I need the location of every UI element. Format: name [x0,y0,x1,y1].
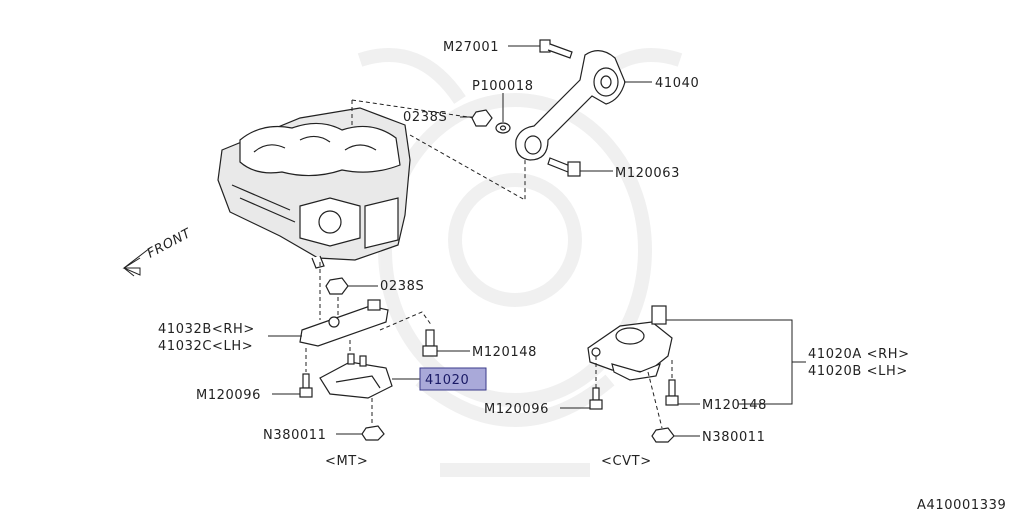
label-p100018: P100018 [472,79,534,94]
front-label: FRONT [145,226,194,262]
highlight-41020-box[interactable] [419,367,487,391]
label-41040: 41040 [655,76,699,91]
nut-n380011-cvt [651,427,675,443]
bolt-m120148-mt [422,329,438,357]
label-mt: <MT> [325,454,368,469]
label-41032c: 41032C<LH> [158,339,253,354]
label-n380011-mt: N380011 [263,428,327,443]
label-m27001: M27001 [443,40,499,55]
bolt-m27001 [539,39,573,59]
label-n380011-cvt: N380011 [702,430,766,445]
label-m120096-mt: M120096 [196,388,261,403]
mount-41020a-41020b [587,305,673,381]
mount-41020 [319,353,393,399]
label-41020[interactable]: 41020 [425,373,469,388]
nut-0238s-top [471,109,493,127]
bolt-m120096-cvt [589,387,603,410]
label-0238s-mid: 0238S [380,279,424,294]
label-cvt: <CVT> [601,454,652,469]
label-m120148-mt: M120148 [472,345,537,360]
engine-block [217,107,411,269]
label-m120148-cvt: M120148 [702,398,767,413]
bracket-41032 [299,299,389,347]
label-41020a: 41020A <RH> [808,347,910,362]
nut-n380011-mt [361,425,385,441]
nut-0238s-mid [325,277,349,295]
front-arrow-icon [122,247,151,277]
bolt-m120063 [547,157,581,177]
washer-p100018 [495,122,511,134]
diagram-id: A410001339 [917,498,1006,512]
label-41020b: 41020B <LH> [808,364,908,379]
label-m120063: M120063 [615,166,680,181]
bolt-m120148-cvt [665,379,679,406]
label-41032b: 41032B<RH> [158,322,255,337]
torque-rod-41040 [515,50,626,161]
label-m120096-cvt: M120096 [484,402,549,417]
label-0238s-top: 0238S [403,110,447,125]
bolt-m120096-mt [299,373,313,398]
